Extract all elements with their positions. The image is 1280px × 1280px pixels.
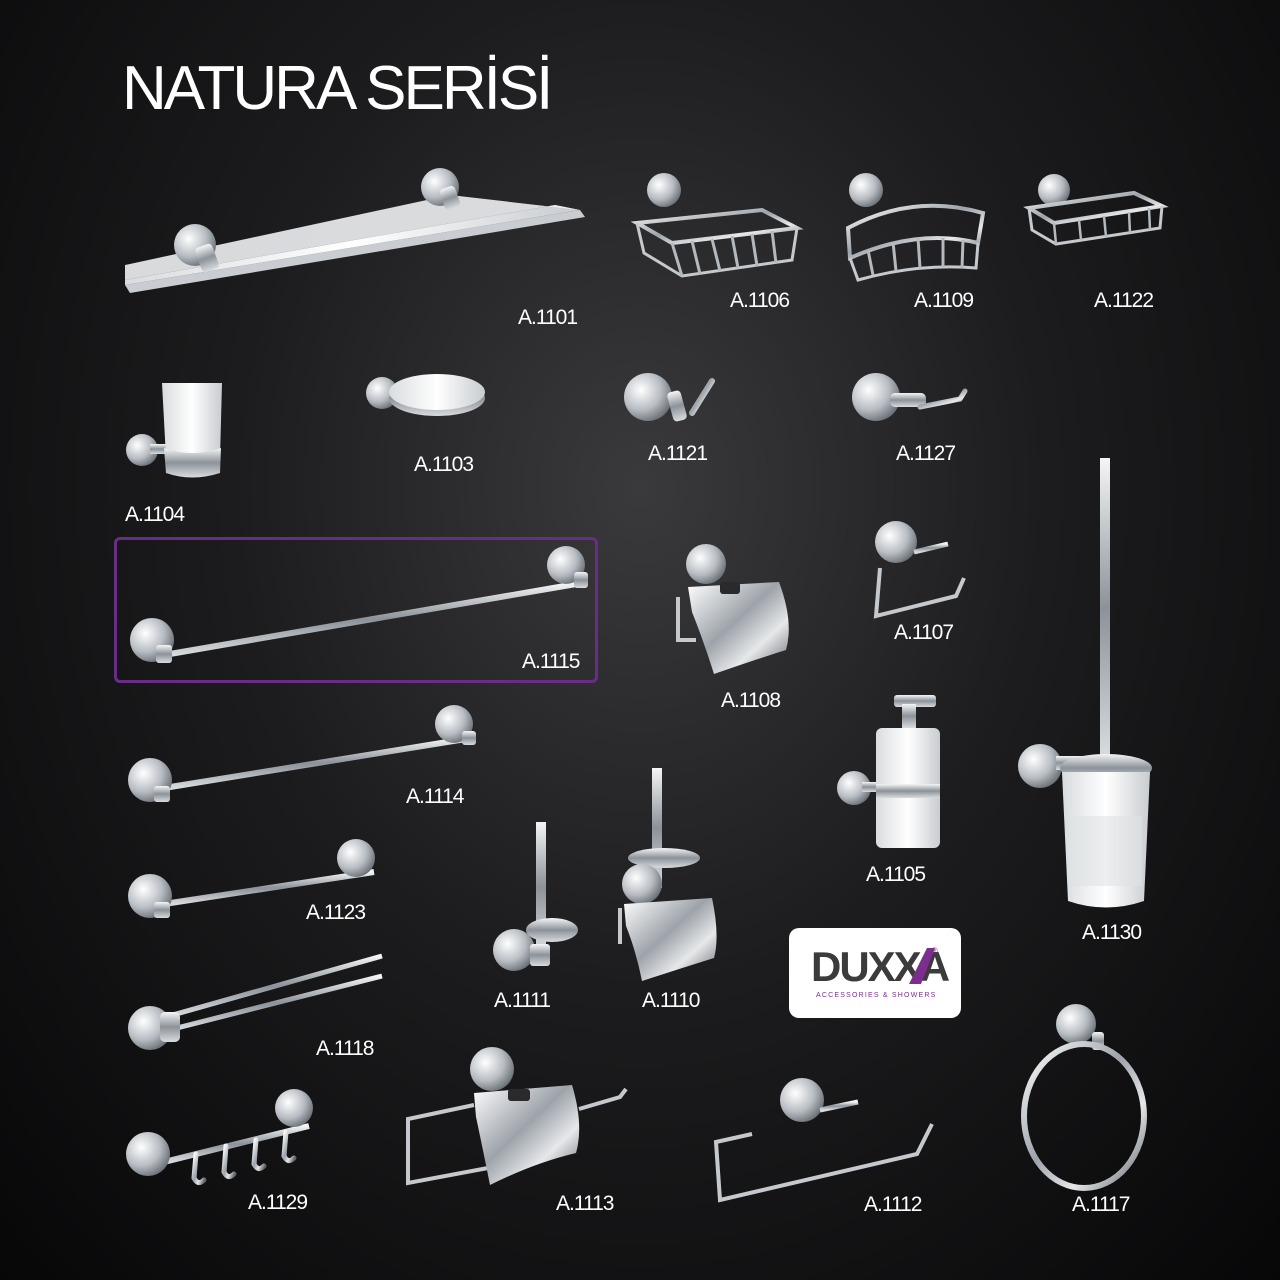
towel-holder-icon	[713, 1078, 934, 1203]
registered-mark: ®	[931, 946, 938, 956]
soap-basket-icon	[1023, 174, 1169, 246]
product-code: A.1113	[556, 1192, 614, 1215]
product-code: A.1103	[414, 453, 474, 476]
product-code: A.1101	[518, 306, 578, 329]
product-code: A.1105	[866, 863, 926, 886]
product-code: A.1123	[306, 901, 366, 924]
product-a1118[interactable]: A.1118	[124, 946, 394, 1066]
product-a1108[interactable]: A.1108	[674, 542, 804, 714]
wide-paper-holder-icon	[406, 1047, 628, 1186]
duxxa-logo-icon	[909, 948, 935, 984]
page-title: NATURA SERİSİ	[122, 54, 553, 123]
product-a1103[interactable]: A.1103	[362, 368, 497, 478]
product-code: A.1127	[896, 442, 956, 465]
wire-basket-icon	[630, 173, 804, 278]
short-towel-bar-icon	[128, 839, 375, 918]
combined-paper-holder-icon	[618, 768, 717, 981]
toilet-brush-icon	[1018, 458, 1152, 908]
product-a1117[interactable]: A.1117	[1018, 1002, 1158, 1220]
towel-ring-icon	[1021, 1004, 1147, 1191]
product-a1112[interactable]: A.1112	[712, 1072, 942, 1220]
double-hook-icon	[852, 373, 968, 421]
product-code: A.1122	[1094, 289, 1154, 312]
product-a1105[interactable]: A.1105	[832, 690, 947, 890]
product-code: A.1114	[406, 785, 464, 808]
product-a1127[interactable]: A.1127	[850, 363, 975, 468]
product-a1130[interactable]: A.1130	[1014, 456, 1164, 946]
product-a1107[interactable]: A.1107	[870, 518, 980, 648]
product-code: A.1108	[721, 689, 781, 712]
product-a1110[interactable]: A.1110	[612, 766, 727, 1016]
product-code: A.1111	[494, 989, 551, 1012]
soap-dispenser-icon	[837, 695, 940, 848]
product-code: A.1129	[248, 1191, 308, 1214]
product-code: A.1130	[1082, 921, 1142, 944]
product-a1121[interactable]: A.1121	[622, 363, 722, 468]
covered-paper-holder-icon	[676, 544, 789, 674]
product-code: A.1115	[522, 650, 580, 673]
brand-tagline: ACCESSORIES & SHOWERS	[816, 992, 937, 999]
glass-shelf-icon	[125, 168, 585, 293]
product-code: A.1117	[1072, 1193, 1130, 1216]
open-paper-holder-icon	[873, 521, 966, 619]
product-a1123[interactable]: A.1123	[124, 838, 384, 938]
product-a1101[interactable]: A.1101	[120, 165, 600, 335]
product-code: A.1112	[864, 1193, 922, 1216]
hook-rail-icon	[126, 1089, 313, 1186]
product-a1129[interactable]: A.1129	[124, 1088, 334, 1218]
product-a1106[interactable]: A.1106	[630, 168, 807, 318]
product-code: A.1121	[648, 442, 708, 465]
product-a1122[interactable]: A.1122	[1023, 168, 1174, 318]
product-a1111[interactable]: A.1111	[490, 820, 590, 1015]
highlight-frame	[114, 537, 598, 683]
product-code: A.1104	[125, 503, 185, 526]
spare-roll-holder-icon	[493, 822, 578, 971]
brand-logo: DUXXA ® ACCESSORIES & SHOWERS	[789, 928, 961, 1018]
product-code: A.1107	[894, 621, 954, 644]
double-towel-arm-icon	[128, 953, 383, 1050]
product-a1114[interactable]: A.1114	[124, 704, 484, 814]
product-a1104[interactable]: A.1104	[120, 378, 240, 528]
product-a1109[interactable]: A.1109	[838, 168, 998, 318]
product-a1113[interactable]: A.1113	[404, 1045, 634, 1220]
tumbler-holder-icon	[126, 383, 222, 478]
soap-dish-icon	[366, 374, 485, 416]
product-code: A.1106	[730, 289, 790, 312]
product-code: A.1109	[914, 289, 974, 312]
corner-basket-icon	[845, 173, 986, 282]
product-code: A.1118	[316, 1037, 374, 1060]
product-code: A.1110	[642, 989, 700, 1012]
long-towel-bar-icon	[130, 546, 588, 663]
product-a1115[interactable]: A.1115	[124, 545, 594, 677]
single-hook-icon	[624, 373, 715, 422]
towel-bar-icon	[128, 705, 476, 802]
